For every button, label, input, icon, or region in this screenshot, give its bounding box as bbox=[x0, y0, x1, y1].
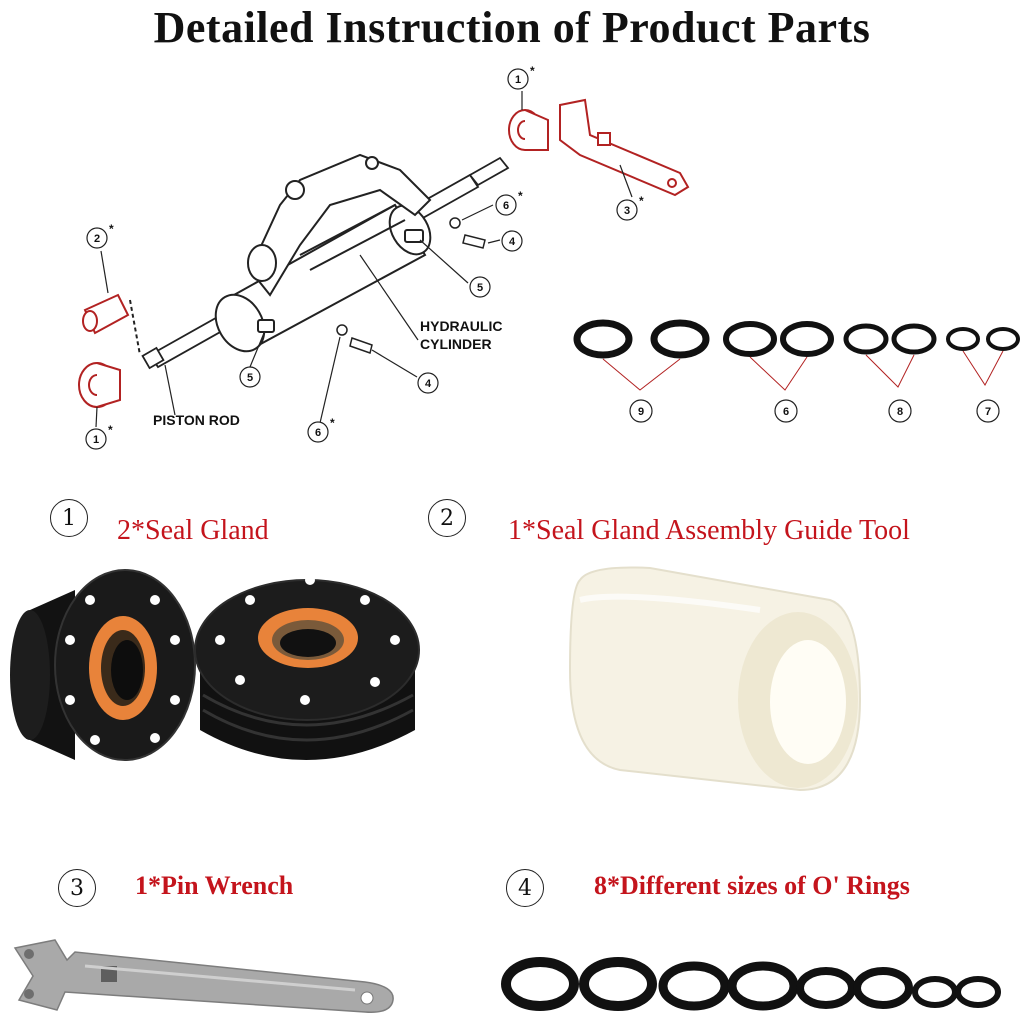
svg-text:*: * bbox=[518, 189, 523, 203]
label-cylinder: CYLINDER bbox=[420, 336, 492, 352]
svg-text:2: 2 bbox=[94, 233, 100, 245]
pin-wrench-photo bbox=[13, 939, 394, 1013]
svg-text:5: 5 bbox=[477, 282, 483, 294]
item-1-label: 2*Seal Gland bbox=[117, 515, 269, 546]
seal-gland-right bbox=[194, 575, 420, 760]
callout-5-left: 5 bbox=[239, 366, 261, 388]
fittings-illustration bbox=[336, 217, 486, 354]
callout-2: 2 * bbox=[86, 222, 114, 249]
oring-group-9: 9 bbox=[629, 399, 653, 423]
svg-text:*: * bbox=[109, 222, 114, 236]
hydraulic-cylinder-illustration bbox=[214, 153, 432, 353]
svg-text:6: 6 bbox=[315, 427, 321, 439]
callout-3: 3 * bbox=[616, 194, 644, 221]
item-3-label: 1*Pin Wrench bbox=[135, 871, 294, 900]
callout-6-upper: 6 * bbox=[495, 189, 523, 216]
seal-gland-left bbox=[10, 569, 196, 761]
svg-text:*: * bbox=[639, 194, 644, 208]
label-hydraulic: HYDRAULIC bbox=[420, 318, 502, 334]
guide-tool-illustration bbox=[82, 293, 141, 356]
exploded-diagram: 1 * 2 * 3 * 4 4 5 5 6 * 6 * 1 * bbox=[78, 64, 1020, 450]
svg-text:6: 6 bbox=[783, 406, 789, 418]
callout-1-bottom: 1 * bbox=[85, 423, 113, 450]
svg-text:*: * bbox=[108, 423, 113, 437]
callout-1-top: 1 * bbox=[507, 64, 535, 90]
svg-text:1: 1 bbox=[515, 74, 521, 86]
guide-tool-photo bbox=[568, 566, 862, 792]
svg-text:4: 4 bbox=[425, 378, 432, 390]
svg-text:3: 3 bbox=[624, 205, 630, 217]
svg-text:5: 5 bbox=[247, 372, 253, 384]
seal-gland-photo bbox=[10, 569, 420, 761]
callout-4-upper: 4 bbox=[501, 230, 523, 252]
svg-text:*: * bbox=[530, 64, 535, 78]
seal-gland-left-illustration bbox=[78, 362, 121, 408]
o-ring-set bbox=[501, 957, 1001, 1011]
item-4-label: 8*Different sizes of O' Rings bbox=[594, 871, 910, 900]
item-3-index: 3 bbox=[58, 869, 96, 907]
oring-pairs bbox=[573, 319, 1020, 359]
callout-6-lower: 6 * bbox=[307, 416, 335, 443]
callout-5-right: 5 bbox=[469, 276, 491, 298]
pin-wrench bbox=[13, 939, 394, 1013]
svg-text:8: 8 bbox=[897, 406, 903, 418]
svg-text:7: 7 bbox=[985, 406, 991, 418]
item-1-index: 1 bbox=[50, 499, 88, 537]
svg-text:1: 1 bbox=[93, 434, 99, 446]
oring-group-6: 6 bbox=[774, 399, 798, 423]
item-2-label: 1*Seal Gland Assembly Guide Tool bbox=[508, 515, 910, 546]
svg-text:*: * bbox=[330, 416, 335, 430]
label-piston-rod: PISTON ROD bbox=[153, 412, 240, 428]
o-rings-photo bbox=[501, 957, 1001, 1011]
item-2-index: 2 bbox=[428, 499, 466, 537]
oring-leaders bbox=[602, 350, 1004, 391]
guide-tool bbox=[568, 566, 862, 792]
callout-4-lower: 4 bbox=[417, 372, 439, 394]
seal-gland-right-illustration bbox=[508, 109, 549, 151]
svg-text:6: 6 bbox=[503, 200, 509, 212]
oring-group-7: 7 bbox=[976, 399, 1000, 423]
svg-text:4: 4 bbox=[509, 236, 516, 248]
pin-wrench-illustration bbox=[559, 98, 690, 197]
oring-group-8: 8 bbox=[888, 399, 912, 423]
page-title: Detailed Instruction of Product Parts bbox=[153, 3, 871, 52]
svg-text:9: 9 bbox=[638, 406, 644, 418]
leader-lines bbox=[95, 91, 633, 428]
item-4-index: 4 bbox=[506, 869, 544, 907]
